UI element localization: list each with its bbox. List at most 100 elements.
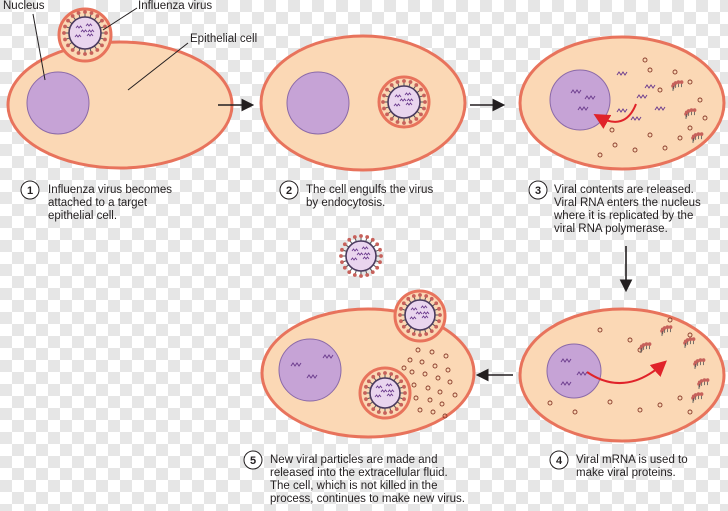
cluster-tip — [647, 342, 652, 346]
spike-tip — [383, 411, 387, 415]
protein-dot — [597, 152, 603, 158]
influenza-virus-attached — [62, 10, 108, 56]
spike-tip — [89, 11, 94, 15]
caption-line: attached to a target — [48, 197, 148, 209]
cluster-tip — [692, 108, 697, 112]
spike-tip — [378, 247, 382, 252]
viral-rna-segment — [387, 389, 395, 393]
cell-step-5 — [260, 234, 476, 439]
protein-dot — [401, 365, 407, 371]
viral-rna-segment — [80, 29, 88, 33]
spike-tip — [379, 254, 383, 258]
rna-entry-arrow-3 — [593, 103, 637, 129]
rna-squiggle — [290, 362, 302, 367]
viral-rna-in-nucleus-5 — [290, 354, 334, 379]
spike-tip — [370, 237, 375, 242]
spike-tip — [83, 10, 87, 14]
viral-rna-segment — [420, 305, 428, 309]
protein-dot — [422, 371, 428, 377]
protein-dot — [425, 385, 431, 391]
spike-tip — [408, 120, 413, 124]
spike-tip — [438, 313, 442, 317]
cluster-tip — [679, 80, 684, 84]
viral-rna-segment — [350, 257, 358, 261]
cluster-tip — [693, 393, 698, 397]
spike-tip — [340, 247, 344, 252]
spike-tip — [375, 265, 380, 270]
spike-tip — [378, 260, 382, 265]
cluster-tip — [668, 325, 673, 329]
spike-tip — [437, 306, 441, 311]
protein-dot — [632, 147, 638, 153]
spike-tip — [402, 121, 406, 125]
caption-line: The cell engulfs the virus — [306, 184, 433, 196]
spike-tip — [389, 410, 394, 414]
spike-tip — [385, 87, 389, 92]
spike-tip — [406, 296, 411, 301]
spike-tip — [424, 332, 429, 336]
protein-dot — [417, 407, 423, 413]
viral-rna-segment — [374, 394, 382, 398]
viral-proteins-5 — [401, 347, 458, 419]
protein-dot — [430, 409, 436, 415]
protein-dot — [687, 409, 693, 415]
caption-line: New viral particles are made and — [270, 454, 437, 466]
spike-tip — [365, 235, 370, 239]
spike-tip — [103, 24, 107, 29]
protein-dot — [427, 397, 433, 403]
spike-tip — [385, 112, 389, 117]
spike-tip — [76, 11, 81, 15]
protein-dot — [572, 409, 578, 415]
rna-squiggle — [630, 116, 642, 121]
spike-tip — [76, 51, 81, 55]
influenza-virus-endosome — [381, 79, 427, 125]
released-virus-particle — [339, 234, 383, 278]
viral-rna-segment — [385, 383, 393, 387]
caption-line: process, continues to make new virus. — [270, 493, 465, 505]
cluster-tip — [685, 338, 690, 342]
viral-rna-segment — [406, 98, 414, 102]
protein-dot — [447, 379, 453, 385]
cluster-tip — [688, 337, 693, 341]
spike-tip — [434, 324, 439, 329]
nucleus-3 — [549, 69, 611, 131]
viral-rna-segment — [74, 34, 82, 38]
viral-rna-cytoplasm-3 — [616, 71, 666, 121]
spike-tip — [352, 235, 357, 239]
protein-dot — [662, 145, 668, 151]
caption-line: make viral proteins. — [576, 467, 676, 479]
cluster-tip — [695, 359, 700, 363]
protein-dot — [432, 363, 438, 369]
viral-rna-segment — [415, 311, 423, 315]
protein-dot — [435, 375, 441, 381]
cell-step-4 — [518, 307, 726, 443]
cluster-tip — [686, 109, 691, 113]
cluster-tip — [698, 358, 703, 362]
cluster-tip — [696, 392, 701, 396]
spike-tip — [422, 93, 426, 98]
rna-squiggle — [570, 89, 582, 94]
viral-envelope — [369, 377, 401, 409]
step-number-badge — [243, 450, 263, 470]
epithelial-cell-3 — [518, 35, 726, 171]
spike-tip — [418, 333, 422, 337]
spike-tip — [423, 100, 427, 104]
spike-tip — [402, 79, 406, 83]
spike-tip — [382, 106, 386, 111]
spike-tip — [340, 260, 344, 265]
step-number-badge — [20, 180, 40, 200]
cluster-tip — [705, 378, 710, 382]
cluster-tip — [693, 133, 698, 137]
spike-tip — [347, 270, 352, 275]
nucleus-4 — [546, 343, 602, 399]
protein-dot — [439, 401, 445, 407]
protein-dot — [437, 389, 443, 395]
rna-squiggle — [654, 106, 666, 111]
step-number-badge — [279, 180, 299, 200]
protein-dot — [443, 353, 449, 359]
